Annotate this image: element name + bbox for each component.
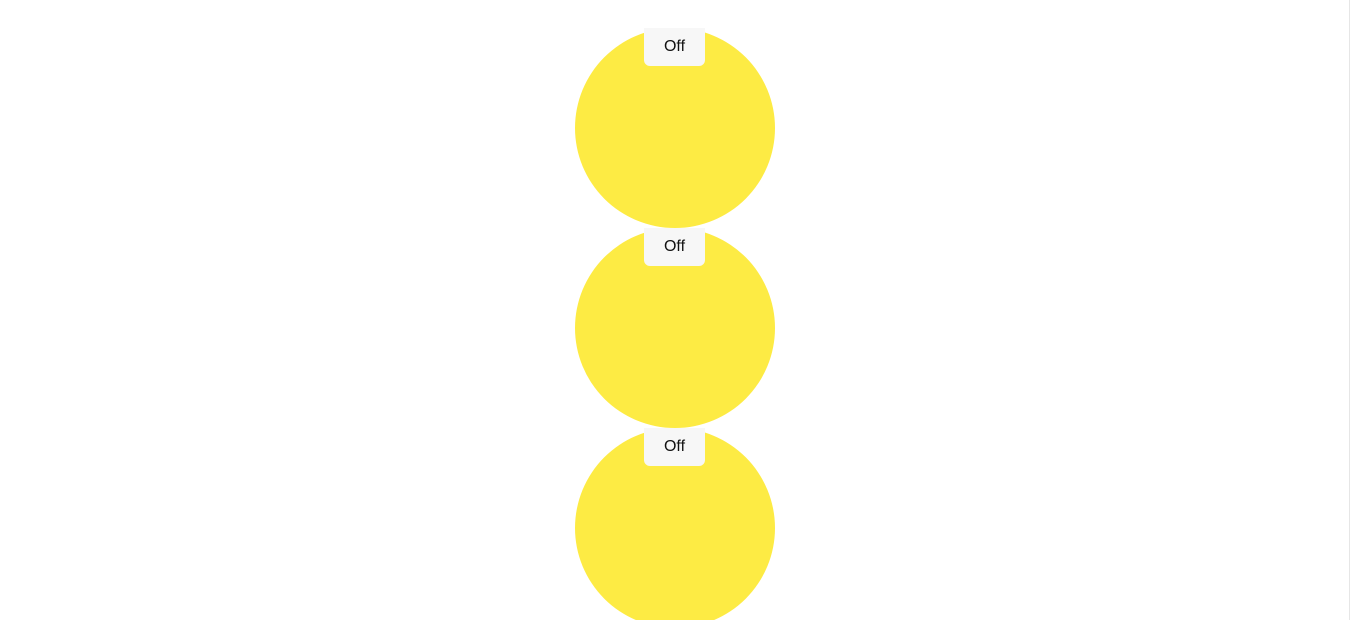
toggle-button-2[interactable]: Off [644, 228, 705, 266]
toggle-button-1[interactable]: Off [644, 28, 705, 66]
lamp-list: Off Off Off [575, 28, 775, 620]
lamp-3: Off [575, 428, 775, 620]
window-edge-divider [1349, 0, 1350, 620]
lamp-2: Off [575, 228, 775, 428]
lamp-1: Off [575, 28, 775, 228]
toggle-button-3[interactable]: Off [644, 428, 705, 466]
